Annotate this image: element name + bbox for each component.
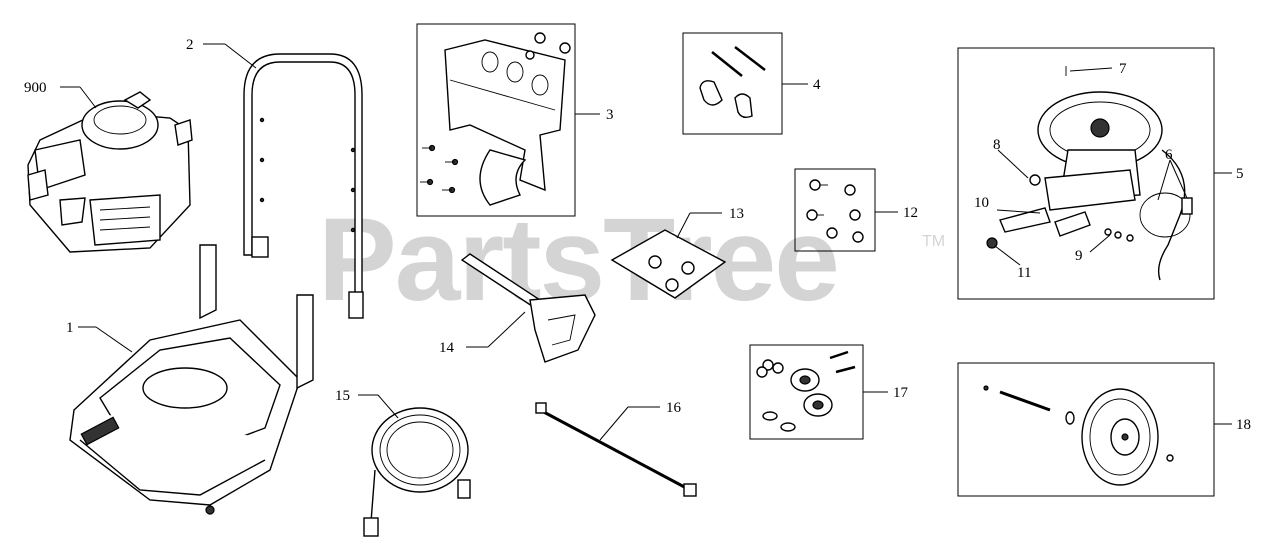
callout-15: 15 xyxy=(335,388,350,404)
box-18 xyxy=(957,362,1215,497)
part-15-hose[interactable] xyxy=(358,394,471,537)
callout-2: 2 xyxy=(186,37,194,53)
callout-14: 14 xyxy=(439,340,455,356)
callout-18: 18 xyxy=(1236,417,1251,433)
part-3-bracket-kit[interactable] xyxy=(416,23,600,217)
callout-3: 3 xyxy=(606,107,614,123)
callout-12: 12 xyxy=(903,205,918,221)
part-14-spray-gun[interactable] xyxy=(460,253,596,363)
callout-13: 13 xyxy=(729,206,744,222)
part-1-frame[interactable] xyxy=(69,244,314,515)
callout-17: 17 xyxy=(893,385,909,401)
part-13-hardware-bag[interactable] xyxy=(610,212,727,299)
part-4-bolt-kit[interactable] xyxy=(682,32,808,135)
callout-4: 4 xyxy=(813,77,821,93)
watermark-trademark: TM xyxy=(922,233,945,250)
part-2-handle[interactable] xyxy=(203,43,364,319)
callout-10: 10 xyxy=(974,195,989,211)
box-4 xyxy=(682,32,783,135)
callout-5: 5 xyxy=(1236,166,1244,182)
part-16-spray-wand[interactable] xyxy=(535,402,697,497)
callout-11: 11 xyxy=(1017,265,1031,281)
part-18-wheel-kit[interactable] xyxy=(957,362,1232,497)
callout-16: 16 xyxy=(666,400,682,416)
part-12-screw-kit[interactable] xyxy=(794,168,898,252)
callout-8: 8 xyxy=(993,137,1001,153)
callout-7: 7 xyxy=(1119,61,1127,77)
box-3 xyxy=(416,23,576,217)
part-5-pump[interactable] xyxy=(957,47,1232,300)
box-17 xyxy=(749,344,864,440)
part-900-engine[interactable] xyxy=(27,86,193,253)
part-17-bearing-kit[interactable] xyxy=(749,344,888,440)
callout-6: 6 xyxy=(1165,147,1173,163)
callout-9: 9 xyxy=(1075,248,1083,264)
callout-1: 1 xyxy=(66,320,74,336)
callout-900: 900 xyxy=(24,80,47,96)
box-12 xyxy=(794,168,876,252)
